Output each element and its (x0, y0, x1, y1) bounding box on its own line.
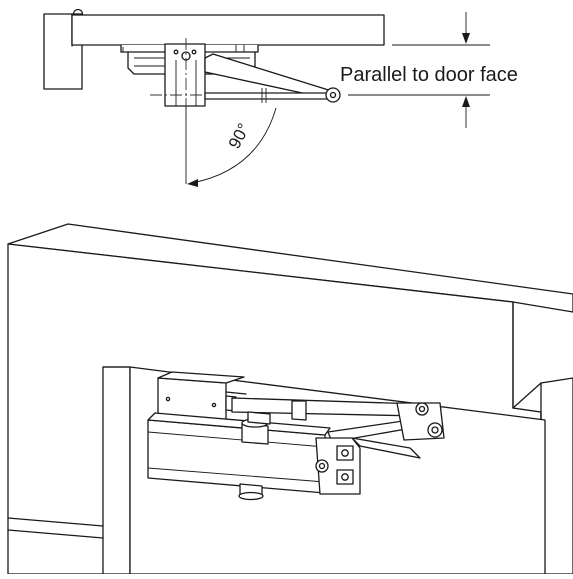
top-plan-view: Parallel to door face 90° (43, 8, 518, 187)
angle-indicator (185, 106, 277, 187)
closer-body (147, 411, 361, 501)
parallel-dimension (348, 12, 490, 128)
closer-arms-plan (204, 53, 341, 103)
angle-label: 90° (225, 120, 254, 152)
closer-arm (231, 397, 445, 459)
door-opening (102, 366, 131, 575)
parallel-label: Parallel to door face (340, 64, 518, 86)
door-leaf (71, 14, 385, 46)
perspective-view (7, 223, 573, 575)
